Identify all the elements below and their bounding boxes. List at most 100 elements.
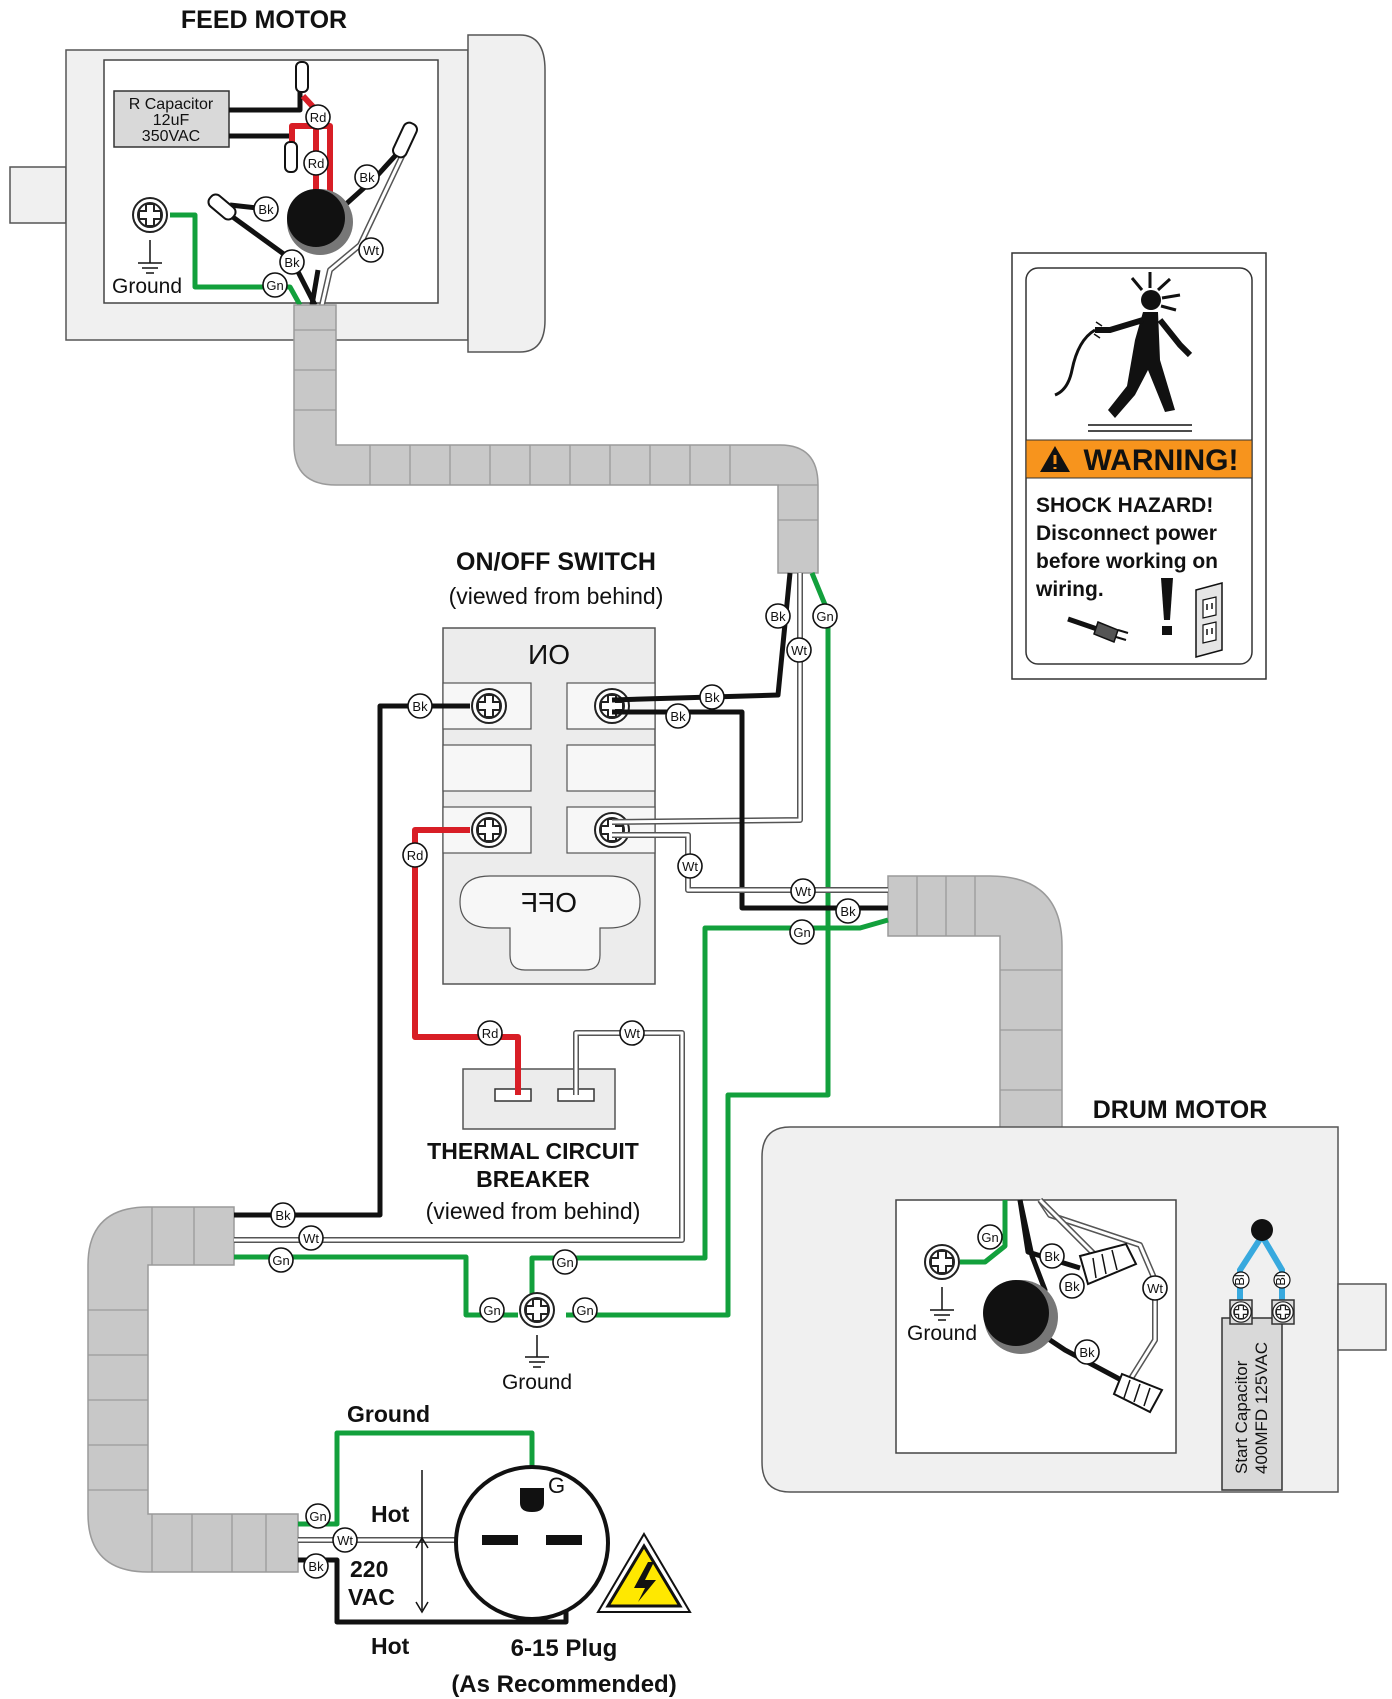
breaker-title-line1: THERMAL CIRCUIT [427, 1138, 639, 1164]
tag-wt-feed-out: Wt [791, 643, 807, 658]
drum-tag-bk-1: Bk [1044, 1249, 1060, 1264]
tag-wt-drum-in: Wt [795, 884, 811, 899]
start-capacitor [1221, 1317, 1283, 1491]
cap-tag-bl-1: Bl [1232, 1274, 1247, 1286]
drum-tag-bk-3: Bk [1079, 1345, 1095, 1360]
warning-label: WARNING! SHOCK HAZARD! Disconnect power … [1011, 252, 1267, 680]
tag-gn-center-up: Gn [556, 1255, 573, 1270]
switch-off-text: OFF [521, 887, 577, 918]
tag-rd-switch: Rd [407, 848, 424, 863]
warning-line3: before working on [1036, 550, 1218, 573]
switch-screw-top-right-icon [594, 688, 630, 724]
feed-tag-bk-3: Bk [284, 255, 300, 270]
tag-wt-switch-out: Wt [682, 859, 698, 874]
conduit-main [87, 1206, 299, 1573]
plug-hot-bottom-label: Hot [371, 1633, 410, 1659]
warning-line1: SHOCK HAZARD! [1036, 494, 1213, 517]
tag-gn-plug: Gn [309, 1509, 326, 1524]
feed-tag-rd-1: Rd [310, 110, 327, 125]
drum-motor: Start Capacitor 400MFD 125VAC Bl Bl Grou… [761, 1126, 1387, 1493]
tag-bk-drum-in: Bk [840, 904, 856, 919]
plug-ground-label: Ground [347, 1401, 430, 1427]
electrical-hazard-icon [596, 1532, 692, 1613]
plug-ground-pin [520, 1488, 544, 1512]
wire-nut-icon [1112, 1372, 1164, 1414]
center-ground-label: Ground [502, 1371, 572, 1394]
feed-motor-endcap [467, 34, 546, 353]
feed-tag-bk-1: Bk [359, 170, 375, 185]
drum-tag-gn: Gn [981, 1230, 998, 1245]
breaker-subtitle: (viewed from behind) [426, 1198, 641, 1224]
plug-face [454, 1465, 610, 1621]
switch-subtitle: (viewed from behind) [449, 583, 664, 609]
tag-bk-switch-in: Bk [704, 690, 720, 705]
plug-hot-top-label: Hot [371, 1501, 410, 1527]
plug-g-letter: G [548, 1473, 565, 1498]
feed-tag-rd-2: Rd [308, 156, 325, 171]
on-off-switch: ON OFF [442, 627, 656, 985]
tag-bk-plug: Bk [308, 1559, 324, 1574]
tag-bk-main: Bk [275, 1208, 291, 1223]
tag-gn-center-left: Gn [483, 1303, 500, 1318]
feed-ground-symbol-icon [138, 240, 162, 274]
switch-screw-bottom-right-icon [594, 812, 630, 848]
feed-motor: R Capacitor 12uF 350VAC Ground Rd Rd Bk … [9, 34, 546, 353]
thermal-circuit-breaker [462, 1068, 616, 1130]
tag-wt-main: Wt [303, 1231, 319, 1246]
tag-wt-breaker: Wt [624, 1026, 640, 1041]
feed-tag-wt: Wt [363, 243, 379, 258]
feed-tag-gn: Gn [266, 278, 283, 293]
interconnect-wiring: Bk Gn Wt Bk Bk Bk Rd Wt Wt Bk Gn Rd Wt B… [234, 572, 889, 1625]
shocked-person-icon [1054, 272, 1193, 432]
drum-tag-bk-2: Bk [1064, 1279, 1080, 1294]
feed-motor-shaft [9, 166, 67, 224]
feed-capacitor-label-line1: R Capacitor [129, 96, 214, 113]
tag-gn-drum-in: Gn [793, 925, 810, 940]
plug-voltage-line1: 220 [350, 1556, 388, 1582]
drum-ground-symbol-icon [930, 1287, 954, 1321]
tag-bk-switch-out: Bk [670, 709, 686, 724]
plug-name-line1: 6-15 Plug [511, 1635, 618, 1662]
tag-bk-feed-out: Bk [770, 609, 786, 624]
exclamation-icon [1161, 578, 1173, 635]
plug-cord-icon [1067, 616, 1129, 643]
drum-motor-shaft [1337, 1283, 1387, 1351]
tag-gn-feed-out: Gn [816, 609, 833, 624]
switch-screw-top-left-icon [471, 688, 507, 724]
feed-tag-bk-2: Bk [258, 202, 274, 217]
feed-run-capacitor [113, 90, 230, 148]
switch-title: ON/OFF SWITCH [456, 548, 656, 576]
tag-gn-main: Gn [272, 1253, 289, 1268]
tag-wt-plug: Wt [337, 1533, 353, 1548]
drum-motor-title: DRUM MOTOR [1093, 1096, 1268, 1124]
conduit-feed [293, 304, 819, 574]
warning-line4: wiring. [1035, 578, 1104, 601]
drum-ground-screw-icon [924, 1244, 960, 1280]
plug-6-15: G [415, 1465, 610, 1621]
wire-nut-icon [1078, 1242, 1138, 1286]
drum-ground-label: Ground [907, 1322, 977, 1345]
center-ground-symbol-icon [525, 1335, 549, 1368]
breaker-title-line2: BREAKER [476, 1166, 590, 1192]
plug-hot-blade-left [482, 1535, 518, 1545]
start-capacitor-label-line1: Start Capacitor [1232, 1360, 1251, 1474]
plug-name-line2: (As Recommended) [451, 1671, 676, 1698]
warning-line2: Disconnect power [1036, 522, 1217, 545]
feed-motor-title: FEED MOTOR [181, 6, 347, 34]
tag-gn-center-right: Gn [576, 1303, 593, 1318]
switch-on-text: ON [528, 639, 570, 670]
tag-rd-breaker: Rd [482, 1026, 499, 1041]
feed-capacitor-label-line3: 350VAC [142, 128, 200, 145]
start-capacitor-label-line2: 400MFD 125VAC [1252, 1342, 1271, 1474]
feed-capacitor-label-line2: 12uF [153, 112, 190, 129]
warning-banner-text: WARNING! [1084, 444, 1239, 477]
center-ground-screw-icon [519, 1292, 555, 1328]
switch-off-paddle [459, 875, 641, 971]
cap-tag-bl-2: Bl [1273, 1274, 1288, 1286]
feed-ground-screw-icon [132, 197, 168, 233]
plug-hot-blade-right [546, 1535, 582, 1545]
feed-ground-label: Ground [112, 275, 182, 298]
drum-tag-wt: Wt [1147, 1281, 1163, 1296]
plug-voltage-line2: VAC [348, 1584, 395, 1610]
